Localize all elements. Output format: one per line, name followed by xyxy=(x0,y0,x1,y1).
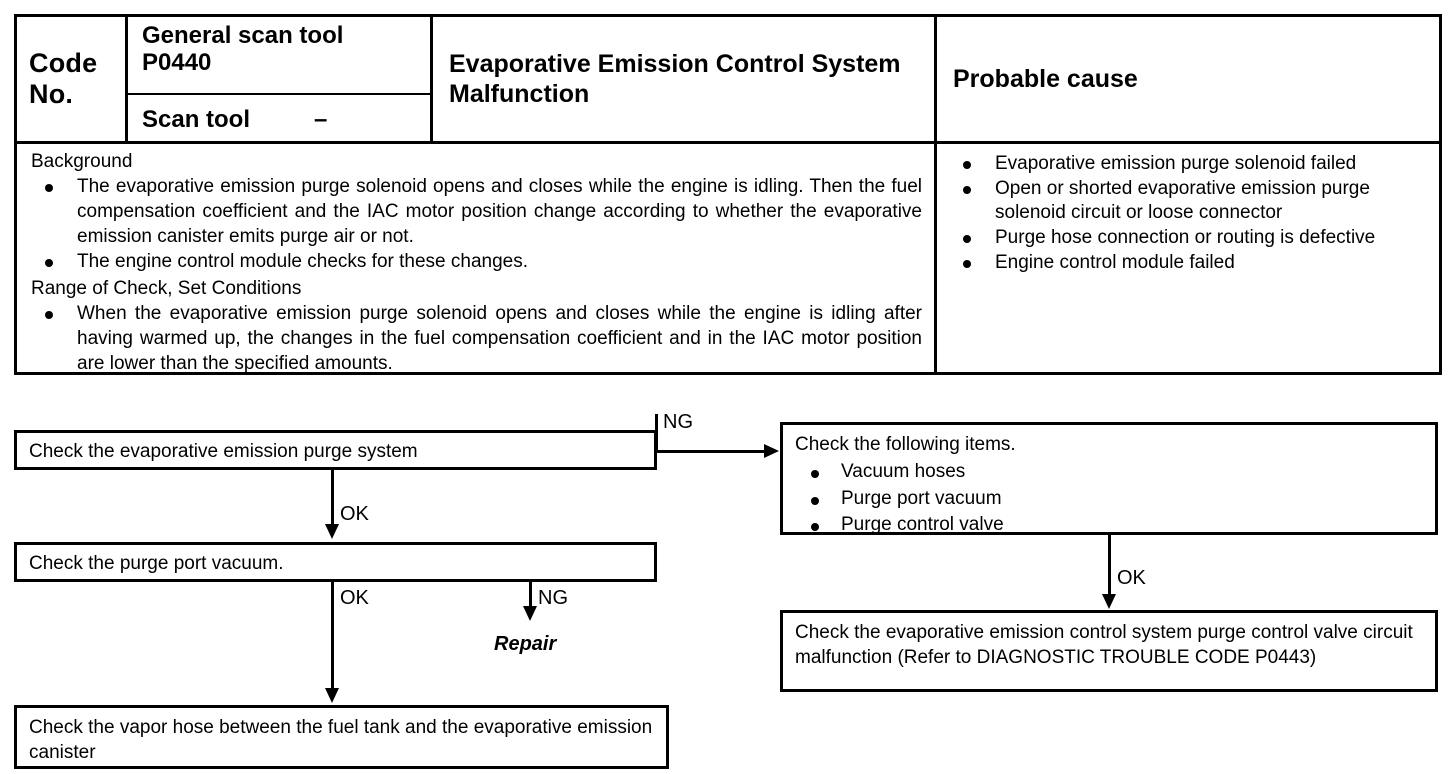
check-items-list: Vacuum hoses Purge port vacuum Purge con… xyxy=(795,459,1425,539)
background-heading: Background xyxy=(31,151,133,172)
flow-box-text: Check the evaporative emission control s… xyxy=(795,622,1413,669)
list-item: Purge control valve xyxy=(795,512,1425,539)
list-item: Evaporative emission purge solenoid fail… xyxy=(955,152,1429,177)
scan-tool-value: – xyxy=(314,106,328,133)
scan-tool-cell: General scan tool P0440 Scan tool – xyxy=(128,17,433,141)
dtc-title-cell: Evaporative Emission Control System Malf… xyxy=(433,17,937,141)
edge-label-ok-1: OK xyxy=(340,503,369,525)
flow-box-text: Check the vapor hose between the fuel ta… xyxy=(29,717,653,764)
probable-cause-header: Probable cause xyxy=(953,64,1138,93)
edge-label-ok-3: OK xyxy=(1117,567,1146,589)
list-item: Purge hose connection or routing is defe… xyxy=(955,226,1429,251)
dtc-table-header-row: Code No. General scan tool P0440 Scan to… xyxy=(17,17,1439,144)
probable-cause-cell: Evaporative emission purge solenoid fail… xyxy=(937,144,1439,372)
general-scan-tool-code: P0440 xyxy=(142,48,212,76)
probable-cause-list: Evaporative emission purge solenoid fail… xyxy=(955,152,1429,275)
flow-box-check-vapor-hose: Check the vapor hose between the fuel ta… xyxy=(14,705,669,769)
flow-box-p0443-reference: Check the evaporative emission control s… xyxy=(780,610,1438,692)
range-of-check-heading: Range of Check, Set Conditions xyxy=(31,278,302,300)
ok-arrowhead-1 xyxy=(325,524,339,539)
edge-label-ng-2: NG xyxy=(538,587,568,609)
ng-arrowhead-2 xyxy=(523,606,537,621)
scan-tool-label: Scan tool xyxy=(142,105,251,133)
code-no-label-line1: Code xyxy=(29,47,98,78)
dtc-title: Evaporative Emission Control System Malf… xyxy=(449,49,901,109)
general-scan-tool-row: General scan tool P0440 xyxy=(128,17,430,95)
list-item: The engine control module checks for the… xyxy=(31,250,922,275)
flow-box-text: Check the purge port vacuum. xyxy=(29,553,284,574)
flow-terminal-repair: Repair xyxy=(494,633,557,655)
edge-label-ok-2: OK xyxy=(340,587,369,609)
ng-connector-vertical-1 xyxy=(655,414,658,452)
flow-box-check-purge-port-vacuum: Check the purge port vacuum. xyxy=(14,542,657,582)
list-item: Engine control module failed xyxy=(955,251,1429,276)
dtc-table-body-row: Background The evaporative emission purg… xyxy=(17,144,1439,374)
ok-connector-vertical-3 xyxy=(1108,535,1111,595)
range-of-check-list: When the evaporative emission purge sole… xyxy=(31,302,922,376)
general-scan-tool-label: General scan tool xyxy=(142,22,344,49)
ok-connector-vertical-1 xyxy=(331,470,334,526)
flow-box-check-following-items: Check the following items. Vacuum hoses … xyxy=(780,422,1438,535)
probable-cause-header-cell: Probable cause xyxy=(937,17,1439,141)
list-item: Purge port vacuum xyxy=(795,486,1425,513)
ng-connector-vertical-2 xyxy=(529,582,532,608)
background-list: The evaporative emission purge solenoid … xyxy=(31,175,922,275)
list-item: Vacuum hoses xyxy=(795,459,1425,486)
list-item: The evaporative emission purge solenoid … xyxy=(31,175,922,249)
ng-arrowhead-1 xyxy=(764,444,779,458)
dtc-info-table: Code No. General scan tool P0440 Scan to… xyxy=(14,14,1442,375)
flow-box-check-purge-system: Check the evaporative emission purge sys… xyxy=(14,430,657,470)
ok-arrowhead-2 xyxy=(325,688,339,703)
flow-box-text: Check the evaporative emission purge sys… xyxy=(29,441,418,462)
flow-box-heading: Check the following items. xyxy=(795,434,1016,455)
scan-tool-row: Scan tool – xyxy=(128,95,430,141)
ng-connector-horizontal-1 xyxy=(655,450,765,453)
code-no-cell: Code No. xyxy=(17,17,128,141)
ok-arrowhead-3 xyxy=(1102,594,1116,609)
list-item: Open or shorted evaporative emission pur… xyxy=(955,177,1429,226)
edge-label-ng-1: NG xyxy=(663,411,693,433)
list-item: When the evaporative emission purge sole… xyxy=(31,302,922,376)
ok-connector-vertical-2 xyxy=(331,582,334,690)
code-no-label-line2: No. xyxy=(29,79,74,109)
dtc-description-cell: Background The evaporative emission purg… xyxy=(17,144,937,374)
